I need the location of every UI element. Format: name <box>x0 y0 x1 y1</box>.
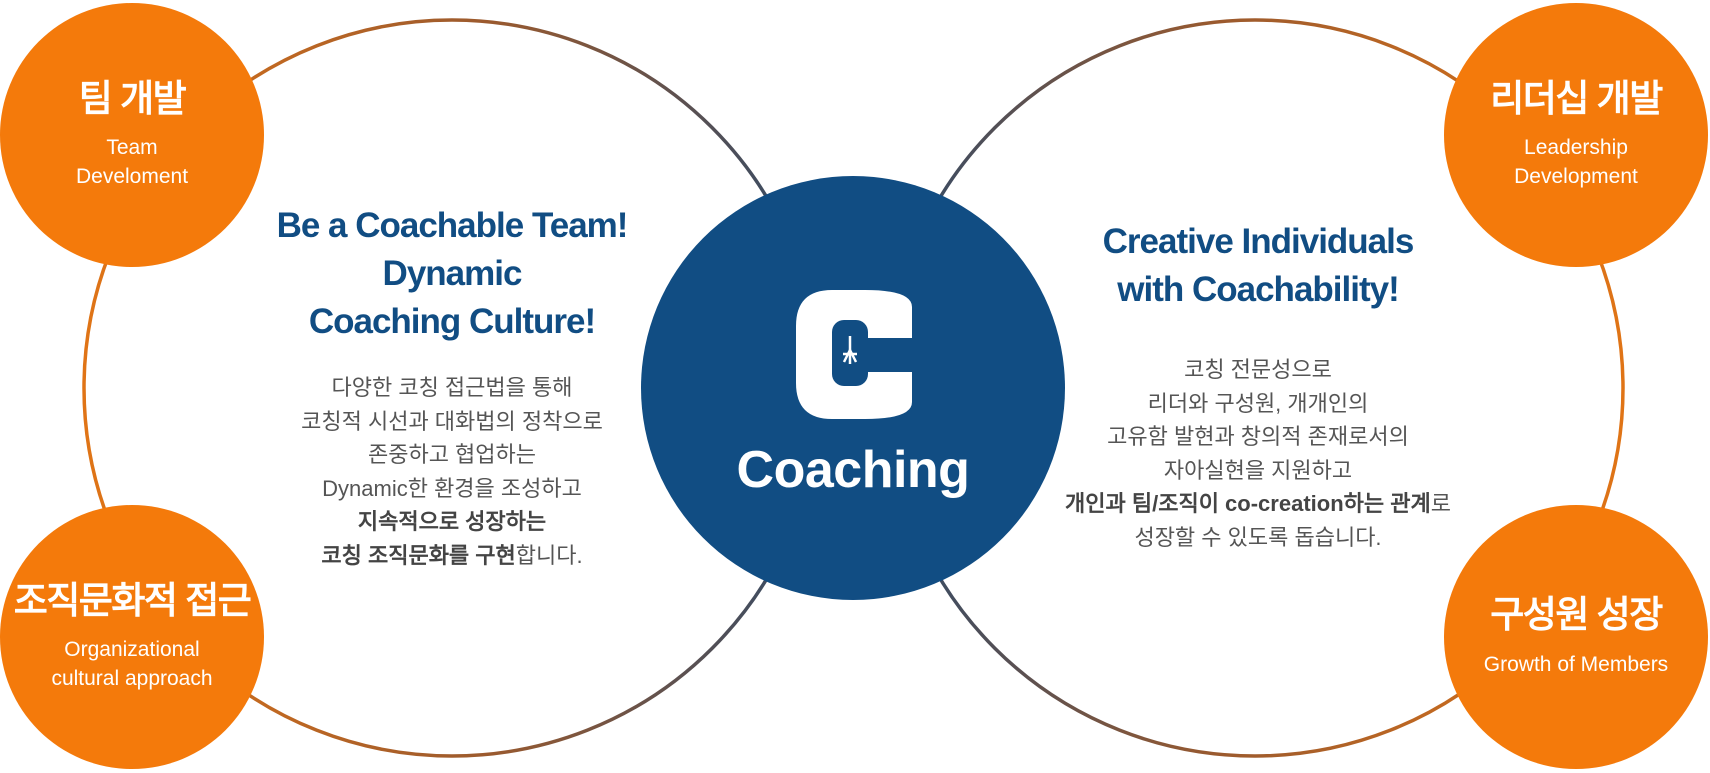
right-panel-body: 코칭 전문성으로 리더와 구성원, 개개인의 고유함 발현과 창의적 존재로서의… <box>1018 353 1498 554</box>
left-body-bold: 지속적으로 성장하는 <box>357 509 547 534</box>
right-panel-title: Creative Individuals with Coachability! <box>1102 222 1415 309</box>
right-body-line-emphasis: 개인과 팀/조직이 co-creation하는 관계로 <box>1018 487 1498 521</box>
coaching-c-logo-icon <box>796 290 912 419</box>
right-body-tail: 로 <box>1430 491 1451 516</box>
right-body-line-last: 성장할 수 있도록 돕습니다. <box>1134 524 1382 550</box>
center-label: Coaching <box>736 441 970 499</box>
left-body-line: 코칭적 시선과 대화법의 정착으로 <box>301 408 603 434</box>
badge-en-subtitle: Team Develoment <box>75 136 189 189</box>
badge-en-subtitle: Leadership Development <box>1514 136 1638 189</box>
badge-ko-title: 구성원 성장 <box>1490 594 1663 636</box>
left-body-line-last: 코칭 조직문화를 구현합니다. <box>232 539 672 573</box>
badge-organizational-culture: 조직문화적 접근 Organizational cultural approac… <box>0 505 264 769</box>
left-body-line: 존중하고 협업하는 <box>367 442 537 467</box>
left-body-line: 다양한 코칭 접근법을 통해 <box>331 375 573 400</box>
badge-en-subtitle: Growth of Members <box>1483 652 1669 676</box>
badge-ko-title: 조직문화적 접근 <box>13 579 252 621</box>
left-body-tail: 합니다. <box>515 542 583 568</box>
badge-en-subtitle: Organizational cultural approach <box>51 638 213 691</box>
badge-leadership-development: 리더십 개발 Leadership Development <box>1444 3 1708 267</box>
left-body-bold-final: 코칭 조직문화를 구현 <box>321 542 516 568</box>
badge-ko-title: 팀 개발 <box>78 77 187 119</box>
left-body-line: Dynamic한 환경을 조성하고 <box>322 475 582 501</box>
left-panel-body: 다양한 코칭 접근법을 통해 코칭적 시선과 대화법의 정착으로 존중하고 협업… <box>232 371 672 572</box>
right-body-line: 리더와 구성원, 개개인의 <box>1147 390 1369 416</box>
right-body-line: 자아실현을 지원하고 <box>1163 457 1353 483</box>
right-body-line: 코칭 전문성으로 <box>1184 357 1332 382</box>
right-body-line: 고유함 발현과 창의적 존재로서의 <box>1107 424 1409 449</box>
left-body-line-emphasis: 지속적으로 성장하는 <box>232 505 672 539</box>
badge-team-development: 팀 개발 Team Develoment <box>0 3 264 267</box>
badge-member-growth: 구성원 성장 Growth of Members <box>1444 505 1708 769</box>
left-panel-title: Be a Coachable Team! Dynamic Coaching Cu… <box>276 206 629 341</box>
badge-ko-title: 리더십 개발 <box>1490 77 1663 119</box>
right-body-bold: 개인과 팀/조직이 co-creation하는 관계 <box>1065 491 1431 516</box>
